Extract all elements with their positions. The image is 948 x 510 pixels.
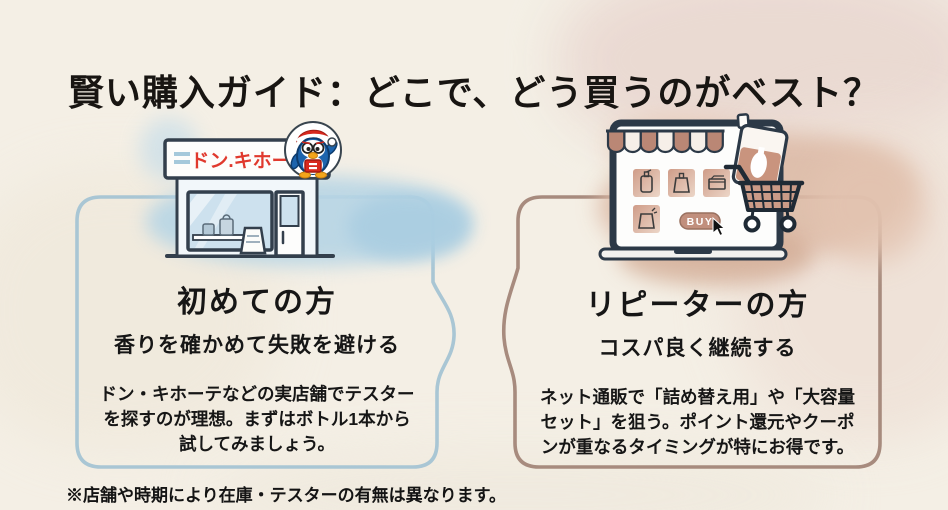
store-illustration: ドン.キホーテ (163, 121, 342, 258)
store-door (274, 190, 305, 258)
product-tile-refill (633, 205, 660, 233)
first-time-body-line: を探すのが理想。まずはボトル1本から (103, 409, 411, 429)
cursor-icon (712, 216, 726, 237)
aframe-sign (239, 226, 267, 255)
product-tile-bottle (633, 169, 660, 197)
watercolor-blob-blue-dense (348, 194, 470, 260)
donki-sign-text: ドン.キホーテ (190, 151, 309, 172)
repeater-body-line: セット」を狙う。ポイント還元やクーポ (540, 412, 855, 432)
laptop-base (598, 247, 788, 261)
first-time-body-line: 試してみましょう。 (179, 434, 335, 454)
product-tile-pouch (668, 169, 695, 197)
laptop-illustration: BUY (598, 113, 805, 261)
product-tile-box (703, 169, 730, 197)
first-time-heading: 初めての方 (177, 286, 337, 319)
footnote: ※店舗や時期により在庫・テスターの有無は異なります。 (66, 486, 506, 505)
buy-button: BUY (679, 212, 721, 230)
repeater-body-line: ンが重なるタイミングが特にお得です。 (540, 437, 855, 457)
first-time-subheading: 香りを確かめて失敗を避ける (114, 334, 400, 357)
page-title: 賢い購入ガイド：どこで、どう買うのがベスト？ (67, 73, 881, 114)
buy-button-label: BUY (687, 216, 714, 228)
repeater-body-line: ネット通販で「詰め替え用」や「大容量 (540, 387, 855, 407)
repeater-body: ネット通販で「詰め替え用」や「大容量 セット」を狙う。ポイント還元やクーポ ンが… (515, 385, 880, 460)
repeater-text-block: リピーターの方 コスパ良く継続する ネット通販で「詰め替え用」や「大容量 セット… (515, 280, 880, 460)
first-time-body: ドン・キホーテなどの実店舗でテスター を探すのが理想。まずはボトル1本から 試し… (77, 382, 437, 457)
shop-awning (606, 129, 725, 154)
first-time-text-block: 初めての方 香りを確かめて失敗を避ける ドン・キホーテなどの実店舗でテスター を… (77, 277, 437, 457)
repeater-subheading: コスパ良く継続する (598, 337, 797, 360)
repeater-heading: リピーターの方 (585, 289, 810, 322)
shopping-cart-icon (723, 164, 805, 233)
watercolor-blob-rose-right (812, 148, 927, 263)
first-time-body-line: ドン・キホーテなどの実店舗でテスター (99, 384, 415, 404)
penguin-mascot-icon (284, 121, 342, 179)
